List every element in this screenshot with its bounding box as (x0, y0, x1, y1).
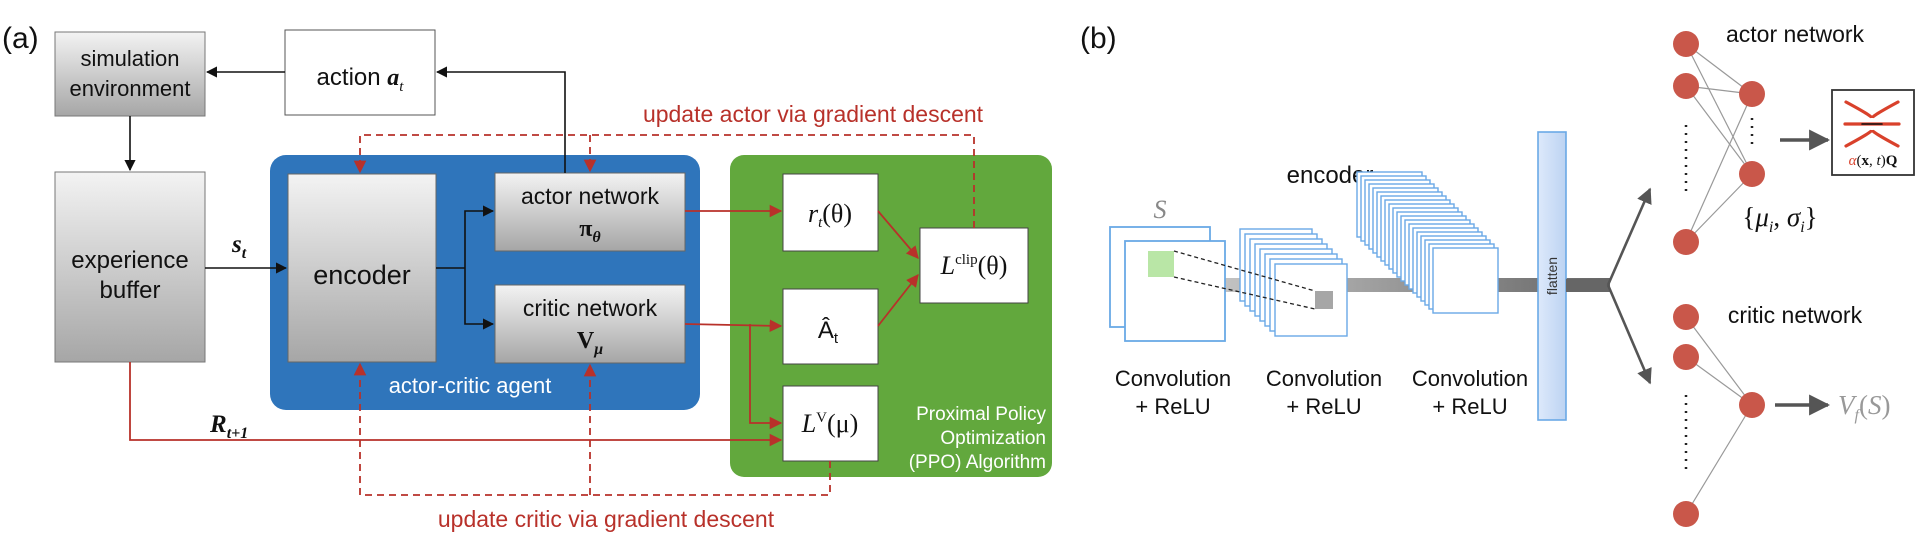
conv1-label-line1: Convolution (1115, 366, 1231, 391)
critic-network-title: critic network (523, 295, 658, 321)
actor-input-node-2 (1673, 73, 1699, 99)
conv3-label-line2: + ReLU (1432, 394, 1507, 419)
action-box (284, 29, 436, 116)
reward-label: Rt+1 (209, 411, 248, 442)
conv-dash-line-top (1173, 250, 1316, 292)
ratio-text: rt(θ) (808, 199, 852, 231)
conv1-label-line2: + ReLU (1135, 394, 1210, 419)
panel-a-label: (a) (2, 22, 39, 55)
advantage-to-lclip-arrow (877, 274, 919, 327)
ppo-label-line1: Proximal Policy (916, 404, 1046, 425)
conv2-stack (1356, 171, 1499, 314)
feature-cell (1315, 291, 1333, 309)
ppo-label-line3: (PPO) Algorithm (909, 452, 1046, 473)
ratio-to-lclip-arrow (877, 210, 919, 259)
experience-buffer-box (54, 171, 206, 363)
action-formula: α(x, t)Q (1849, 153, 1898, 169)
conv2-label-line2: + ReLU (1286, 394, 1361, 419)
ratio-box (782, 173, 879, 252)
flatten-to-actor-arrow (1606, 187, 1652, 286)
receptive-field (1148, 251, 1174, 277)
encoder-box (287, 173, 437, 363)
flatten-layer (1537, 131, 1567, 421)
actor-network-symbol: πθ (579, 216, 601, 246)
agent-label: actor-critic agent (389, 373, 552, 398)
flow-field-icon (1843, 100, 1901, 148)
experience-line2: buffer (100, 277, 161, 304)
conv1-stack (1239, 228, 1348, 337)
actor-input-node-3 (1673, 229, 1699, 255)
conv2-stack-map (1432, 247, 1499, 314)
actor-to-action-arrow (435, 66, 566, 173)
actor-network-title: actor network (521, 183, 660, 209)
sim-env-line2: environment (69, 76, 190, 101)
advantage-text: Ât (818, 317, 839, 347)
input-label: S (1154, 195, 1167, 224)
actor-output-node-2 (1739, 161, 1765, 187)
critic-network-symbol: Vμ (577, 328, 603, 358)
l-v-box (782, 385, 879, 462)
actor-network-box (494, 172, 686, 252)
panel-b-label: (b) (1080, 22, 1117, 55)
critic-network-edges (1685, 316, 1753, 515)
actor-params: {μi, σi} (1742, 202, 1817, 236)
flatten-output-bar (1566, 279, 1608, 292)
experience-line1: experience (71, 247, 188, 274)
reward-arrow (129, 362, 783, 447)
conv3-label-line1: Convolution (1412, 366, 1528, 391)
actor-output-node-1 (1739, 81, 1765, 107)
encoder-to-actor-arrow (464, 205, 495, 268)
encoder-label: encoder (313, 260, 411, 290)
critic-to-lv-arrow (749, 324, 783, 430)
update-actor-to-encoder-path (353, 134, 975, 228)
l-clip-text: Lclip(θ) (940, 251, 1008, 280)
action-text: action at (317, 64, 405, 95)
conv2-label-line1: Convolution (1266, 366, 1382, 391)
state-label: st (231, 231, 247, 262)
actor-network-edges (1685, 43, 1753, 243)
update-critic-to-encoder-path (353, 362, 831, 496)
critic-input-node-2 (1673, 344, 1699, 370)
actor-network-title-b: actor network (1726, 21, 1865, 47)
update-actor-label: update actor via gradient descent (643, 101, 984, 127)
simulation-environment-box (54, 31, 206, 117)
critic-output-node (1739, 392, 1765, 418)
conv-dash-line-bottom (1173, 276, 1316, 310)
advantage-box (782, 288, 879, 365)
l-clip-box (919, 227, 1029, 304)
conv1-stack-map (1274, 263, 1348, 337)
ppo-label-line2: Optimization (940, 428, 1046, 449)
critic-to-advantage-arrow (684, 319, 783, 333)
sim-env-line1: simulation (80, 46, 179, 71)
flatten-to-critic-arrow (1606, 284, 1652, 385)
actor-input-node-1 (1673, 31, 1699, 57)
update-critic-label: update critic via gradient descent (438, 506, 775, 532)
l-v-text: LV(μ) (801, 409, 859, 438)
critic-network-title-b: critic network (1728, 302, 1863, 328)
input-layer-front (1124, 240, 1226, 342)
critic-network-box (494, 284, 686, 364)
encoder-to-critic-arrow (464, 268, 495, 330)
value-output: Vf(S) (1838, 390, 1890, 424)
critic-input-node-3 (1673, 501, 1699, 527)
critic-input-node-1 (1673, 304, 1699, 330)
flatten-label: flatten (1544, 257, 1560, 295)
